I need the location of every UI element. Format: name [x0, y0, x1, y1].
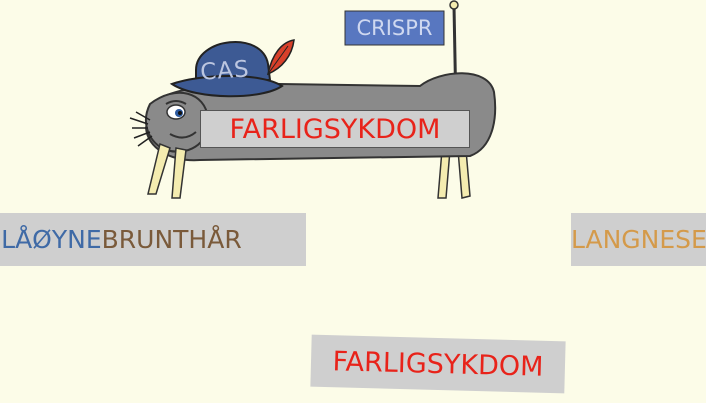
helmet-icon	[169, 39, 295, 98]
tile-eyes-text: BLÅØYNE	[0, 225, 102, 254]
flag-label: CRISPR	[356, 15, 433, 40]
walrus-disease-label: FARLIGSYKDOM	[200, 110, 470, 148]
tile-long-nose-text: LANGNESE	[571, 225, 706, 254]
tile-blue-eyes-brown-hair: BLÅØYNEBRUNTHÅR	[0, 213, 306, 266]
flag	[344, 0, 459, 113]
tile-disease: FARLIGSYKDOM	[310, 334, 566, 394]
tile-long-nose: LANGNESE	[571, 213, 706, 266]
tile-hair-text: BRUNTHÅR	[101, 225, 242, 254]
helmet-label: CAS	[199, 55, 251, 86]
